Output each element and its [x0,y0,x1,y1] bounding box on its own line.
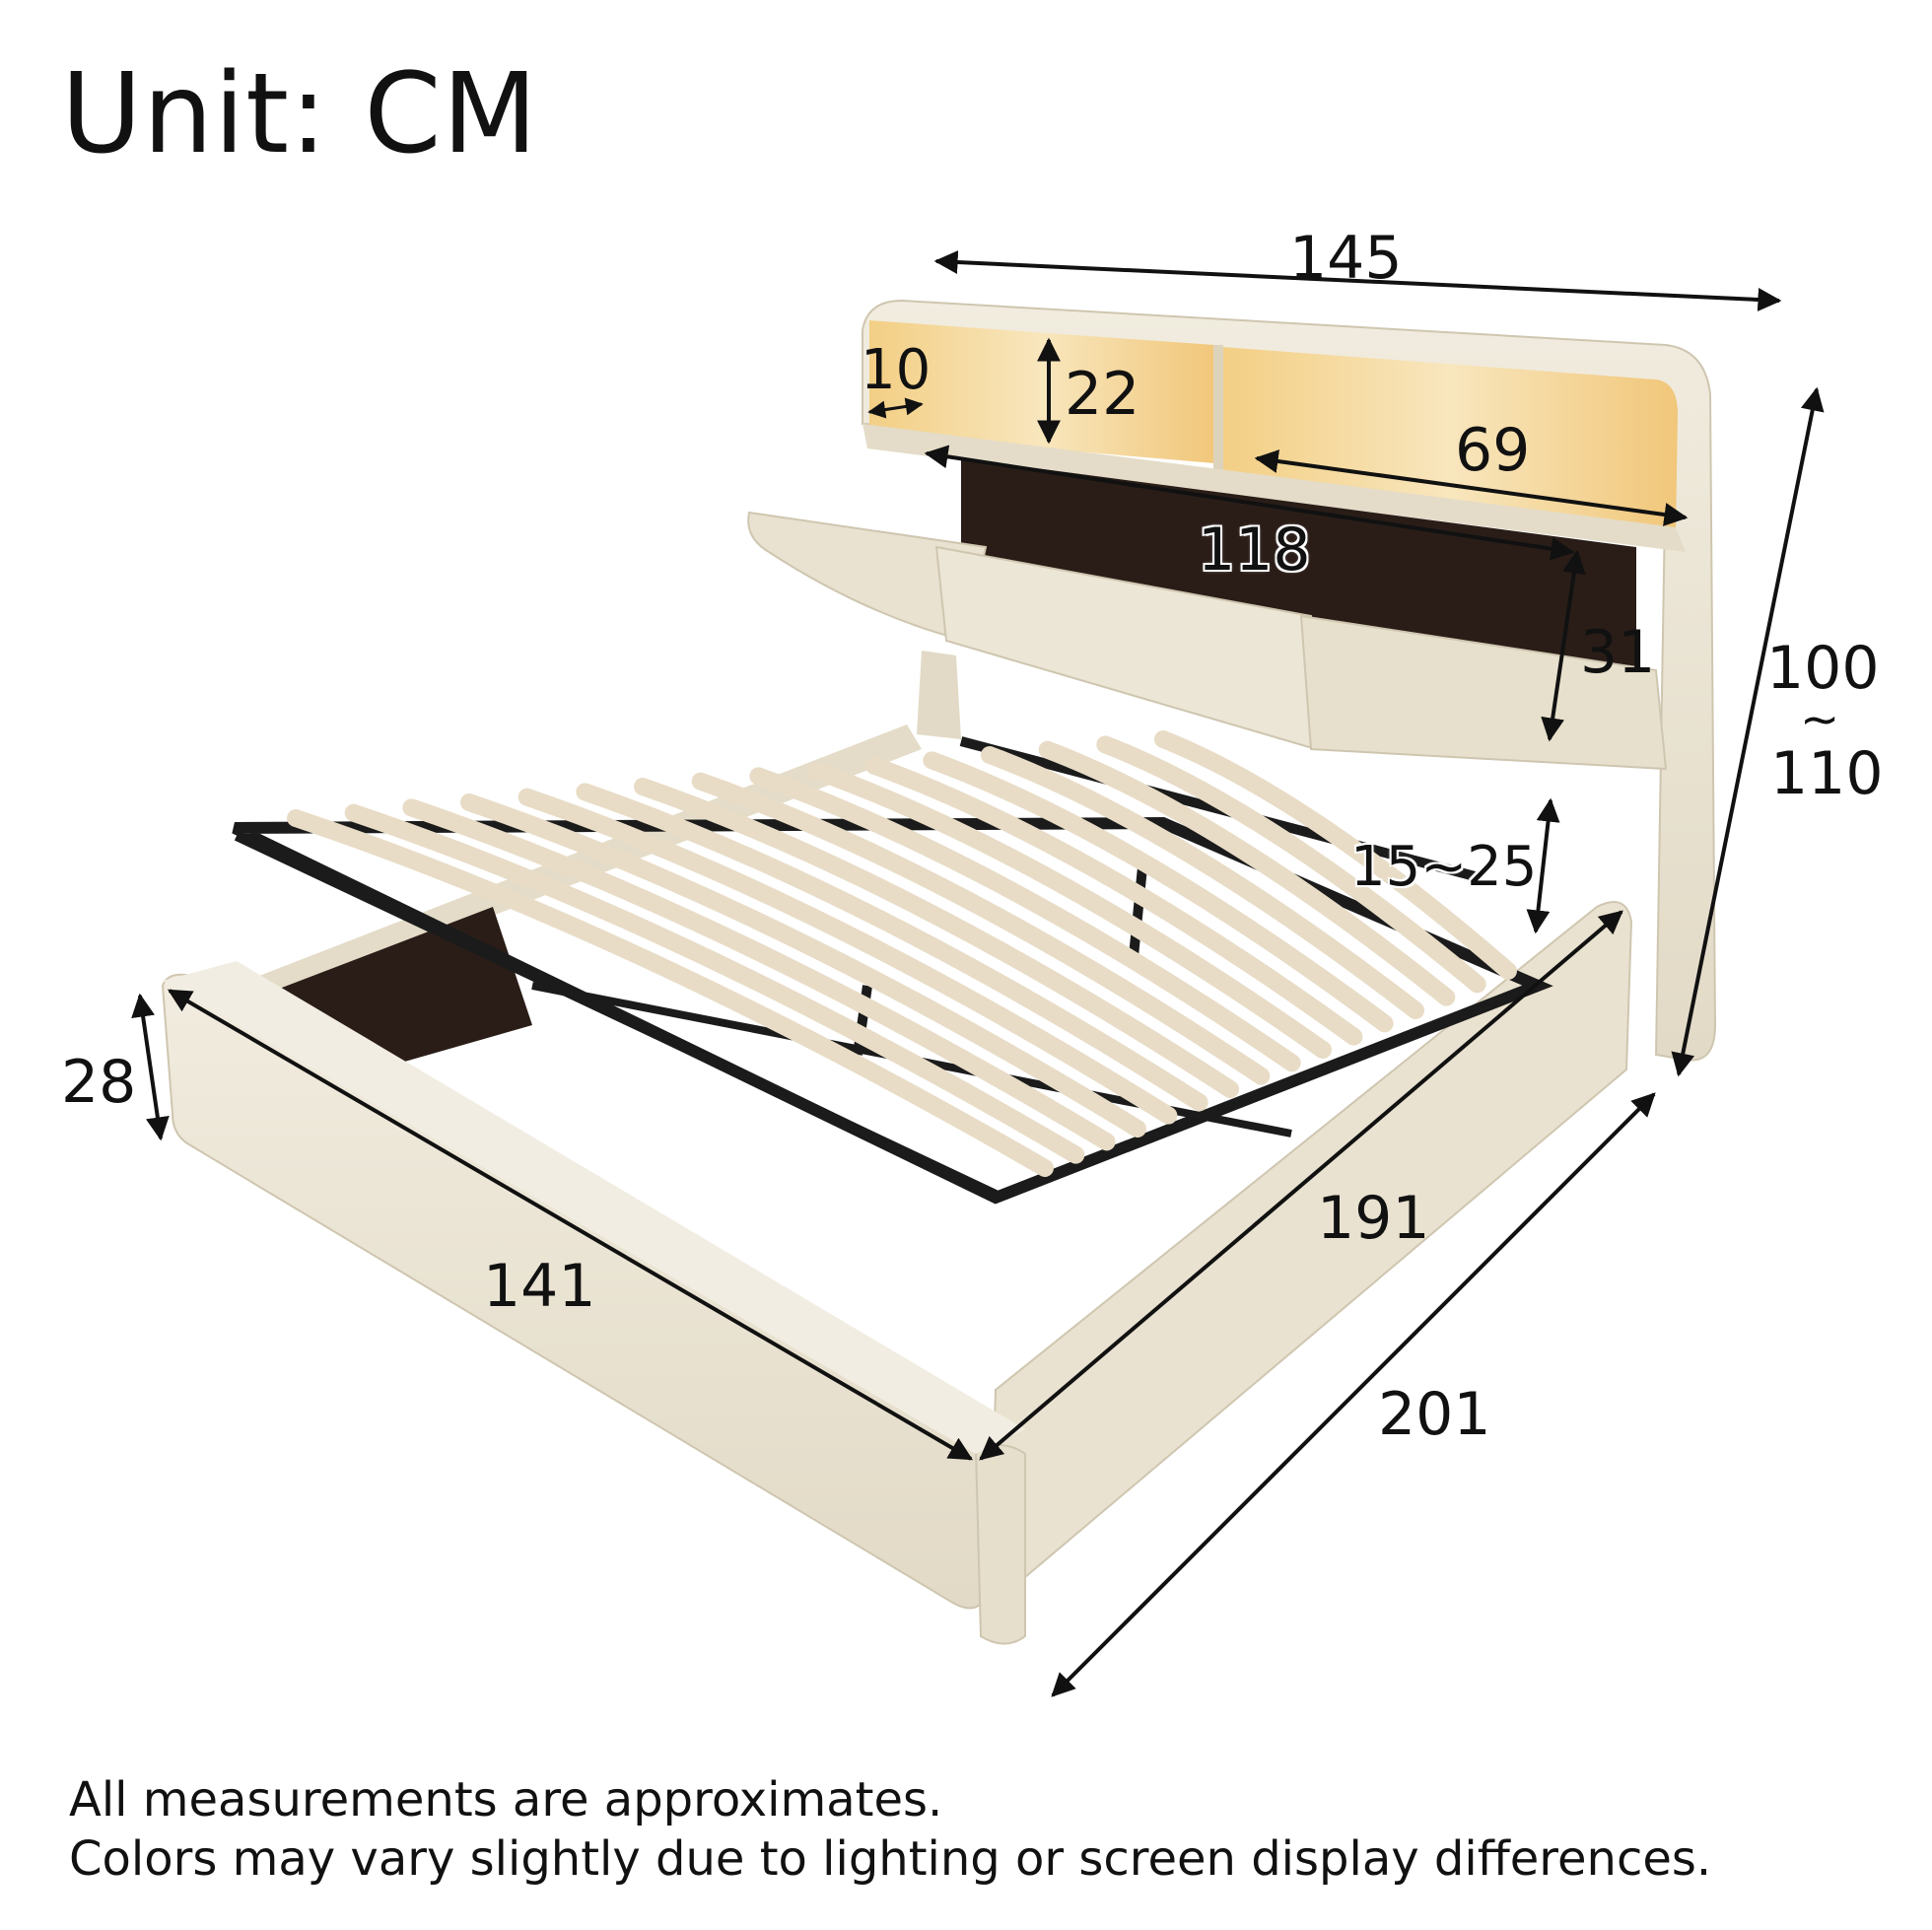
unit-title: Unit: CM [61,50,539,178]
arrow-bed-width [167,989,974,1461]
arrow-shelf-depth [867,397,924,419]
label-gas-lift-height: 15~25 [1350,835,1538,899]
label-base-height: 28 [61,1048,137,1117]
label-total-height-min: 100 [1766,634,1880,703]
arrow-gas-lift [1526,797,1560,934]
label-total-length: 201 [1378,1380,1491,1449]
label-bed-width: 141 [483,1252,596,1321]
arrow-base-height [131,993,170,1141]
label-total-height-max: 110 [1770,739,1884,808]
note-colors: Colors may vary slightly due to lighting… [69,1831,1712,1887]
arrow-total-length [1051,1092,1656,1697]
label-shelf-height: 22 [1065,360,1140,429]
arrow-storage-width [924,445,1575,561]
label-storage-height: 31 [1580,618,1656,687]
arrow-storage-height [1541,549,1586,742]
arrow-headboard-width [933,250,1782,311]
arrow-total-height [1671,386,1825,1077]
label-total-height-sep: ~ [1800,692,1840,747]
label-headboard-width: 145 [1289,224,1403,293]
label-shelf-depth: 10 [861,338,932,402]
label-inner-length: 191 [1317,1184,1430,1253]
note-approximate: All measurements are approximates. [69,1772,943,1827]
label-storage-width: 118 [1198,516,1311,585]
label-shelf-width: 69 [1455,416,1531,485]
dimension-lines [131,250,1825,1697]
